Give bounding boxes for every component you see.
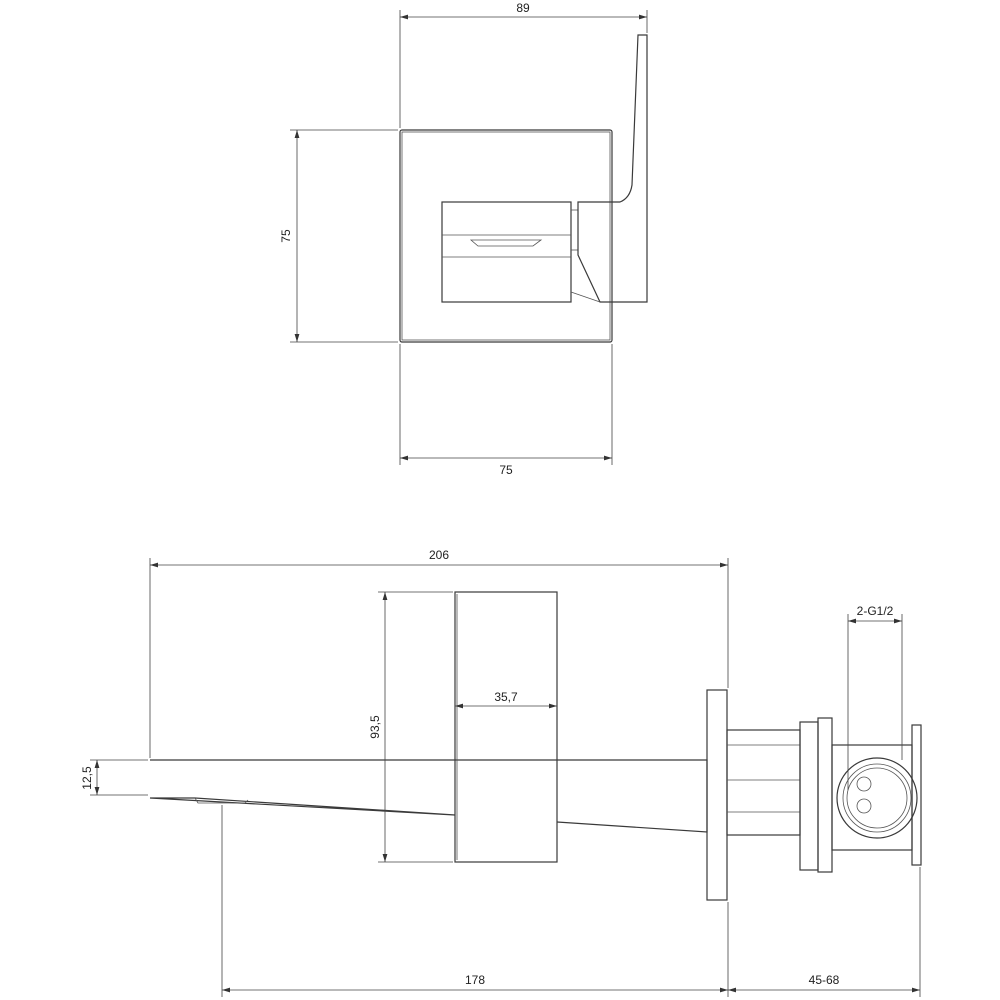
dim-wall-depth: 45-68 bbox=[809, 973, 840, 987]
cartridge-box bbox=[441, 201, 578, 303]
handle-lever bbox=[577, 34, 648, 303]
spout bbox=[149, 759, 708, 833]
aerator bbox=[194, 797, 249, 804]
side-view: 206 93,5 35,7 12,5 2-G1/2 178 45-68 bbox=[80, 548, 922, 997]
dim-body-width: 35,7 bbox=[494, 690, 518, 704]
dim-spout-height: 12,5 bbox=[80, 766, 94, 790]
dim-body-height: 93,5 bbox=[368, 715, 382, 739]
dim-projection: 178 bbox=[465, 973, 485, 987]
wall-plate bbox=[399, 129, 613, 343]
valve-connector bbox=[726, 717, 922, 873]
mixer-body bbox=[454, 591, 558, 863]
dim-plate-height: 75 bbox=[279, 229, 293, 243]
top-view: 89 75 75 bbox=[279, 1, 648, 477]
dim-plate-width: 75 bbox=[499, 463, 513, 477]
dim-total-length: 206 bbox=[429, 548, 449, 562]
dim-width-overall: 89 bbox=[516, 1, 530, 15]
dim-connection: 2-G1/2 bbox=[857, 604, 894, 618]
wall-flange bbox=[706, 689, 728, 901]
